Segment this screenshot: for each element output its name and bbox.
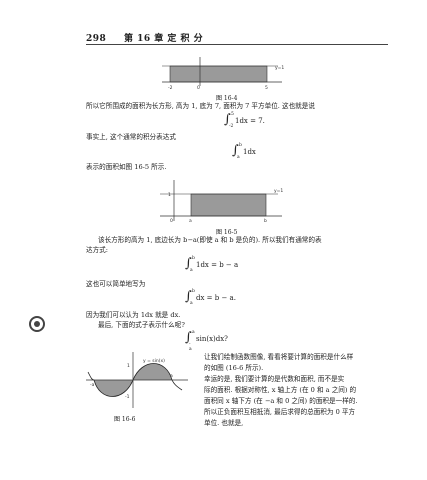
upper-limit: 5 — [231, 112, 234, 117]
integral-sign: ∫ — [185, 256, 192, 271]
paragraph-line: 单位. 也就是, — [204, 419, 244, 427]
paragraph: 该长方形的高为 1, 底边长为 b−a(即使 a 和 b 是负的). 所以我们有… — [98, 236, 322, 244]
lower-limit: a — [190, 268, 193, 273]
curve-label: y = sin(x) — [143, 358, 165, 364]
page-header: 298 第 16 章 定 积 分 — [86, 31, 386, 44]
paragraph: 这也可以简单地写为 — [86, 280, 146, 288]
x-tick-label: -a — [90, 383, 95, 388]
paragraph-line: 幸运的是, 我们要计算的是代数和面积, 而不是实 — [204, 375, 345, 383]
paragraph: 最后, 下面的式子表示什么呢? — [98, 321, 185, 329]
shaded-area — [169, 65, 268, 83]
lower-limit: -2 — [229, 124, 234, 129]
figure-caption: 图 16-5 — [216, 229, 238, 236]
shaded-area — [190, 193, 267, 217]
margin-circle-icon — [29, 316, 45, 332]
paragraph-line: 面积同 x 轴下方 (在 −a 和 0 之间) 的面积是一样的. — [204, 397, 358, 405]
lower-limit: a — [190, 301, 193, 306]
integrand: 1dx = 7. — [235, 117, 265, 125]
x-tick-label: a — [170, 374, 173, 379]
page-number: 298 — [86, 34, 107, 44]
figure-16-5: 1 y=1 0 a b — [160, 180, 283, 224]
integrand: 1dx — [243, 148, 256, 156]
figure-caption: 图 16-4 — [216, 95, 238, 102]
line-label: y=1 — [275, 65, 284, 71]
figure-caption: 图 16-6 — [114, 416, 136, 423]
paragraph-line: 所以正负面积互相抵消, 最后求得的总面积为 0 平方 — [204, 408, 356, 416]
figure-16-6: y = sin(x) 1 -1 -a a — [86, 352, 188, 408]
integral-sign: ∫ — [185, 330, 192, 345]
header-rule — [86, 44, 388, 45]
y-tick-label: 1 — [168, 192, 171, 198]
integrand: dx = b − a. — [196, 294, 236, 302]
paragraph-line: 让我们绘制函数图像, 看看将要计算的面积是什么样 — [204, 353, 354, 361]
paragraph: 所以它所围成的面积为长方形, 高为 1, 底为 7, 面积为 7 平方单位. 这… — [86, 102, 315, 110]
y-tick-label: -1 — [125, 394, 130, 400]
integral-sign: ∫ — [185, 289, 192, 304]
upper-limit: b — [239, 143, 242, 148]
x-tick-label: a — [189, 219, 192, 224]
paragraph: 表示的面积如图 16-5 所示. — [86, 163, 167, 171]
paragraph: 事实上, 这个通常的积分表达式 — [86, 133, 176, 141]
x-tick-label: 5 — [265, 85, 268, 91]
lower-limit: a — [237, 155, 240, 160]
upper-limit: b — [192, 289, 195, 294]
integrand: 1dx = b − a — [196, 261, 239, 269]
negative-area — [94, 380, 133, 397]
x-tick-label: -2 — [168, 85, 173, 91]
x-tick-label: 0 — [197, 85, 200, 91]
paragraph: 因为我们可以认为 1dx 就是 dx. — [86, 311, 181, 319]
y-tick-label: 1 — [127, 363, 130, 369]
x-tick-label: b — [264, 218, 267, 224]
paragraph: 达方式: — [86, 246, 109, 254]
integral-sign: ∫ — [232, 143, 239, 158]
upper-limit: a — [192, 330, 195, 335]
paragraph-line: 际的面积. 根据对称性, x 轴上方 (在 0 和 a 之间) 的 — [204, 386, 357, 394]
upper-limit: b — [192, 256, 195, 261]
paragraph-line: 的如图 (16-6 所示). — [204, 364, 264, 372]
integral-sign: ∫ — [224, 112, 231, 127]
figure-16-4: y=1 -2 0 5 — [162, 57, 284, 91]
positive-area — [133, 363, 172, 380]
integrand: sin(x)dx? — [196, 335, 228, 343]
lower-limit: -a — [189, 342, 192, 352]
x-tick-label: 0 — [170, 218, 173, 224]
chapter-title: 第 16 章 定 积 分 — [123, 34, 204, 44]
line-label: y=1 — [274, 188, 283, 194]
